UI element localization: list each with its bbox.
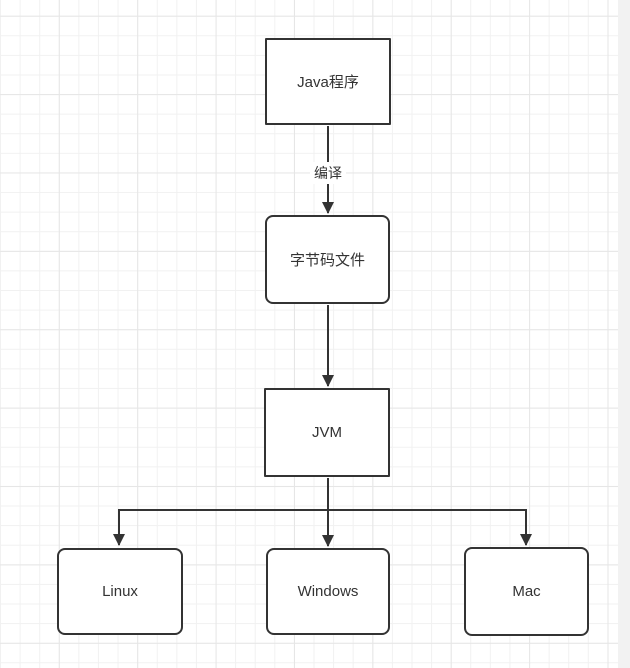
node-linux[interactable]: Linux: [57, 548, 183, 635]
node-windows[interactable]: Windows: [266, 548, 390, 635]
node-java-program-label: Java程序: [297, 74, 359, 91]
node-jvm-label: JVM: [312, 424, 342, 441]
node-mac-label: Mac: [512, 583, 541, 600]
node-java-program[interactable]: Java程序: [265, 38, 391, 125]
node-mac[interactable]: Mac: [464, 547, 589, 636]
edge-jvm-to-mac[interactable]: [328, 509, 532, 546]
node-bytecode-file[interactable]: 字节码文件: [265, 215, 390, 304]
node-linux-label: Linux: [102, 583, 138, 600]
edge-compile-label-text: 编译: [314, 165, 342, 181]
edge-compile-label[interactable]: 编译: [310, 162, 346, 184]
node-jvm[interactable]: JVM: [264, 388, 390, 477]
node-windows-label: Windows: [297, 583, 359, 600]
edge-jvm-to-linux[interactable]: [113, 509, 328, 546]
vertical-scrollbar-track[interactable]: [618, 0, 630, 668]
node-bytecode-file-label: 字节码文件: [289, 252, 365, 269]
